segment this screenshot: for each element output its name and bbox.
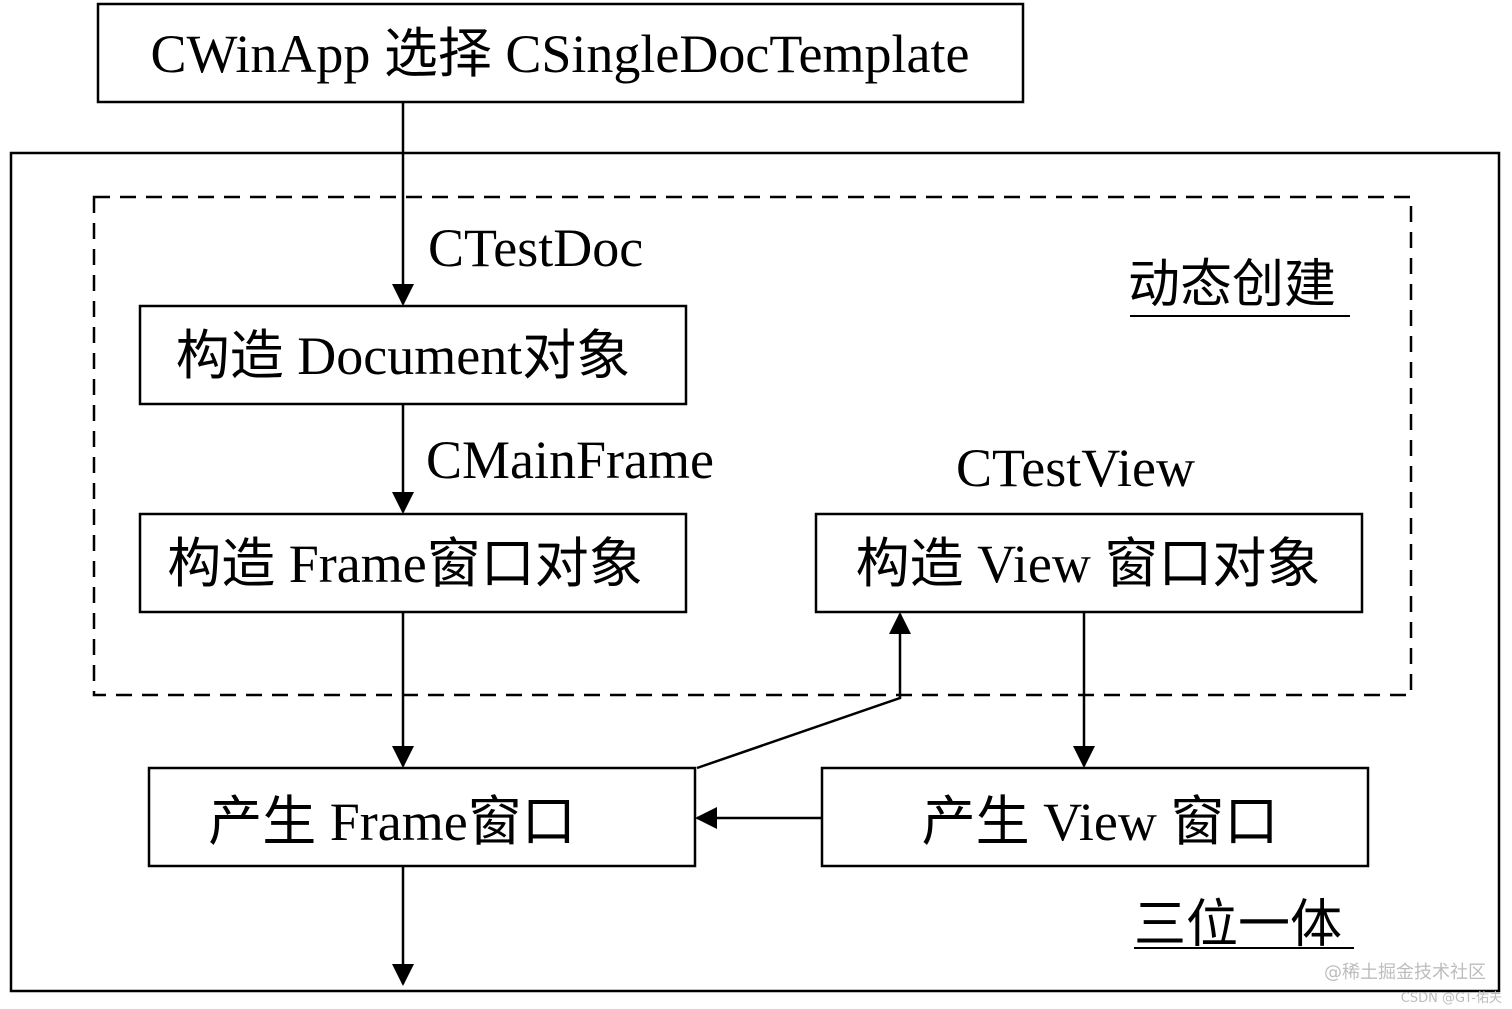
dynamic-creation-label: 动态创建 [1128, 255, 1336, 315]
produce-view-window-text: 产生 View 窗口 [922, 792, 1279, 852]
construct-view-text: 构造 View 窗口对象 [856, 534, 1321, 594]
ctestview-label: CTestView [956, 438, 1195, 498]
watermark-author: CSDN @GT-佑夫 [1401, 991, 1502, 1006]
produce-view-window-box: 产生 View 窗口 [820, 766, 1370, 868]
trinity-region-border [9, 151, 1501, 993]
construct-document-text: 构造 Document对象 [176, 326, 630, 386]
arrow-frame-window-to-view-obj [696, 612, 911, 770]
watermark-site: @稀土掘金技术社区 [1324, 962, 1486, 983]
app-select-template-box: CWinApp 选择 CSingleDocTemplate [96, 2, 1025, 104]
construct-view-box: 构造 View 窗口对象 [814, 512, 1364, 614]
ctestdoc-label: CTestDoc [428, 218, 643, 278]
produce-frame-window-text: 产生 Frame窗口 [208, 792, 575, 852]
construct-frame-text: 构造 Frame窗口对象 [167, 534, 642, 594]
construct-frame-box: 构造 Frame窗口对象 [138, 512, 688, 614]
produce-frame-window-box: 产生 Frame窗口 [147, 766, 697, 868]
construct-document-box: 构造 Document对象 [138, 304, 688, 406]
cmainframe-label: CMainFrame [426, 430, 714, 490]
trinity-label: 三位一体 [1134, 895, 1342, 955]
dynamic-creation-region-border [92, 195, 1413, 697]
app-select-template-text: CWinApp 选择 CSingleDocTemplate [151, 24, 970, 84]
